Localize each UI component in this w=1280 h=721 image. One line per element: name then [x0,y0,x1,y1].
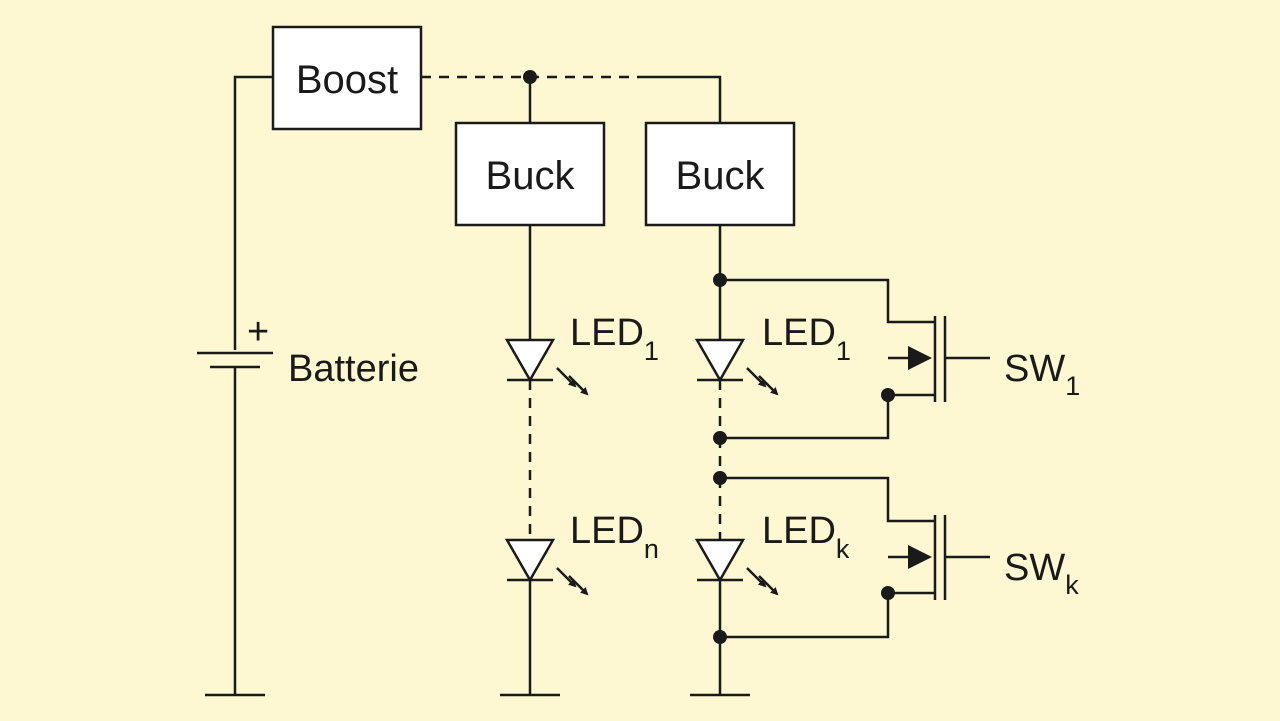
led-left-bottom-label: LEDn [570,510,659,564]
battery-label: Batterie [288,348,419,390]
swk-label: SWk [1004,547,1079,600]
boost-label: Boost [296,58,398,102]
buck-right-block: Buck [644,121,796,227]
left-led-string: LED1 LEDn [500,225,659,697]
led-right-top-label: LED1 [762,312,851,366]
buck-left-block: Buck [454,121,606,227]
led-symbol [694,538,779,596]
switch-sw1: SW1 [713,273,1080,445]
buck-right-label: Buck [676,154,766,198]
right-led-string: LED1 LEDk [690,225,851,697]
battery-branch: + Batterie [197,75,419,697]
led-symbol [504,338,589,396]
battery-polarity: + [247,311,269,353]
led-right-bottom-label: LEDk [762,510,850,564]
sw1-label: SW1 [1004,348,1080,401]
boost-block: Boost [271,25,423,131]
led-left-top-label: LED1 [570,312,659,366]
buck-left-label: Buck [486,154,576,198]
switch-swk: SWk [713,471,1079,644]
junction-dot [523,70,537,84]
